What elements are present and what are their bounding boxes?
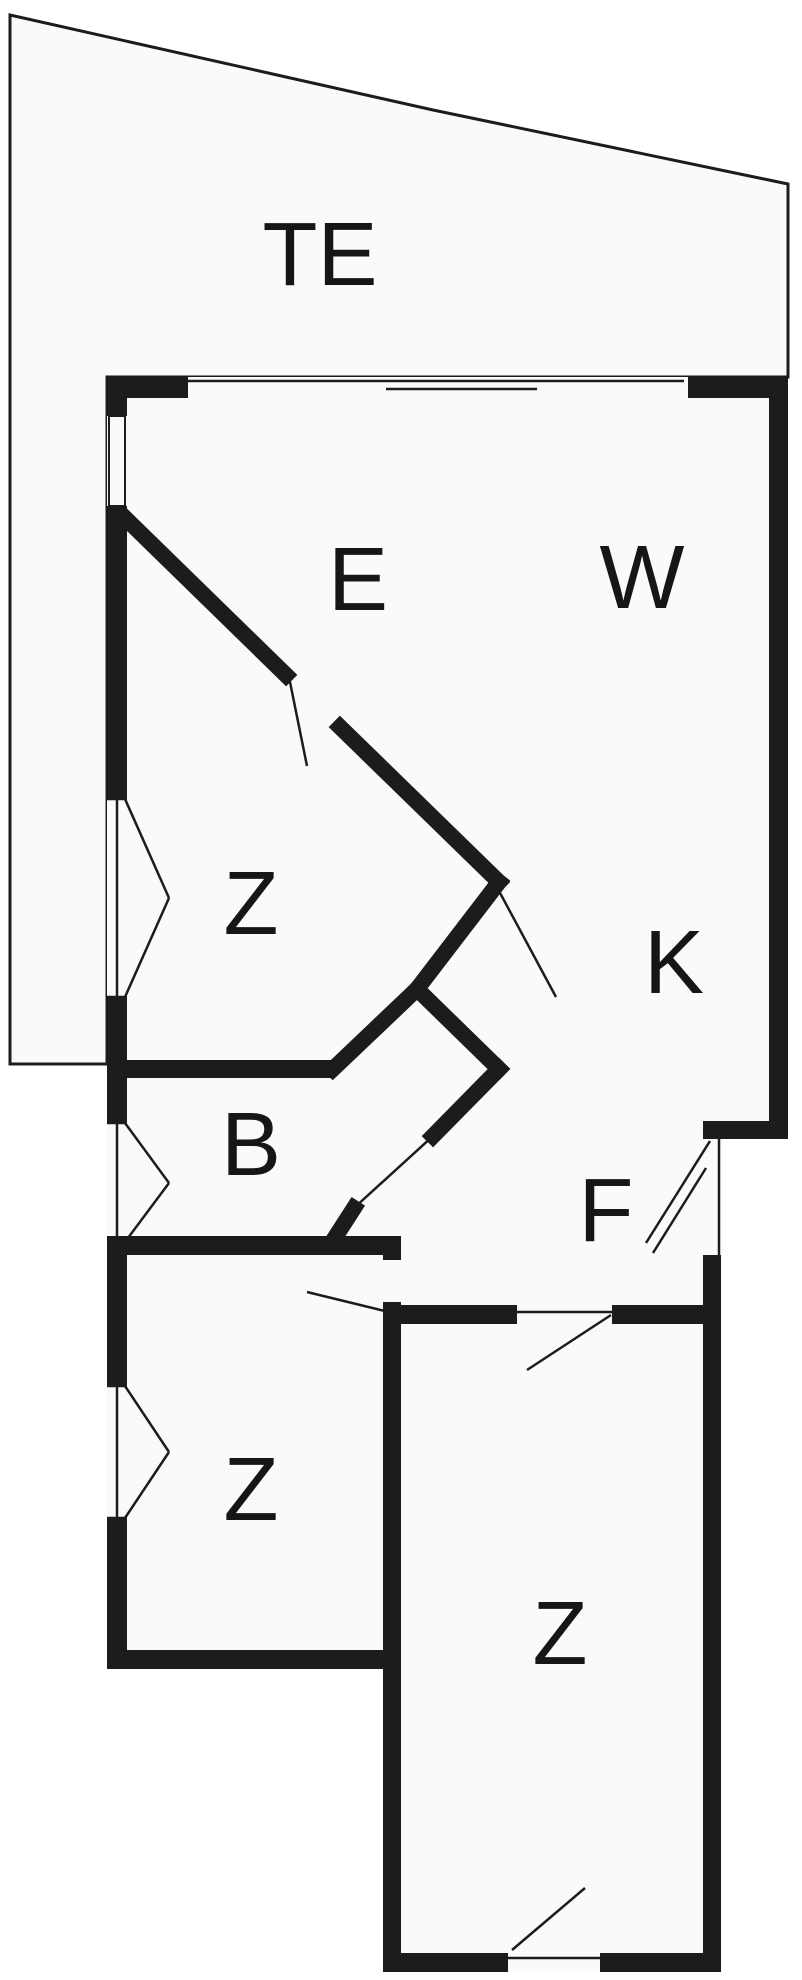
- window-swing-line: [123, 1122, 171, 1184]
- room-label-f: F: [579, 1161, 634, 1261]
- exterior-wall-left-seg-2: [107, 506, 127, 799]
- window-swing-line: [123, 798, 171, 899]
- interior-wall-diagonal-5b: [324, 1196, 366, 1248]
- interior-wall-diagonal-4: [405, 977, 511, 1081]
- exterior-wall-bottom-right-seg: [600, 1953, 721, 1972]
- exterior-wall-right-lower: [703, 1255, 721, 1972]
- window-left-1: [108, 415, 126, 507]
- exterior-wall-bottom-left-seg: [383, 1953, 508, 1972]
- interior-wall-diagonal-3: [321, 977, 429, 1081]
- door-leaf-b: [353, 1135, 434, 1209]
- room-label-b: B: [221, 1095, 281, 1195]
- interior-wall-zbottom-top-left: [383, 1305, 517, 1324]
- exterior-wall-entry-step: [703, 1121, 788, 1139]
- window-left-3: [107, 1121, 171, 1244]
- interior-wall-vertical-stub: [383, 1236, 401, 1260]
- exterior-wall-left-seg-1: [107, 377, 127, 416]
- interior-wall-diagonal-5a: [421, 1057, 511, 1148]
- exterior-wall-top-left: [107, 377, 188, 398]
- door-leaf-e-z: [287, 676, 309, 767]
- door-leaf-z-lower-left: [306, 1290, 390, 1314]
- room-label-z-lower-left: Z: [224, 1440, 279, 1540]
- exterior-wall-left-seg-5: [107, 1518, 127, 1669]
- door-leaf-entrance-2: [651, 1167, 708, 1254]
- door-leaf-z-bottom-top: [526, 1313, 612, 1372]
- door-leaf-z-bottom-terrace: [511, 1887, 586, 1951]
- room-label-w: W: [600, 528, 685, 628]
- exterior-wall-left-seg-4: [107, 1242, 127, 1386]
- interior-wall-diagonal-1b: [328, 715, 511, 894]
- room-label-z-bottom: Z: [533, 1584, 588, 1684]
- room-label-te: TE: [262, 205, 377, 305]
- window-left-2: [107, 797, 171, 999]
- window-swing-line: [123, 897, 171, 998]
- interior-wall-b-top: [107, 1060, 333, 1078]
- door-leaf-k: [497, 890, 558, 998]
- building-floor: [107, 377, 788, 1972]
- interior-wall-zbottom-top-right: [612, 1305, 721, 1324]
- door-leaf-entrance-1: [644, 1140, 712, 1244]
- window-swing-line: [123, 1182, 171, 1243]
- window-left-4: [107, 1384, 171, 1520]
- exterior-wall-top-right: [688, 377, 788, 398]
- room-label-k: K: [644, 913, 704, 1013]
- window-swing-line: [123, 1451, 171, 1519]
- room-label-z-upper: Z: [224, 854, 279, 954]
- exterior-wall-lowerleft-bottom: [107, 1650, 401, 1669]
- window-frame: [108, 415, 126, 507]
- interior-wall-diagonal-2: [405, 870, 511, 1001]
- interior-wall-vertical-main: [383, 1302, 401, 1972]
- exterior-wall-right-upper: [769, 377, 788, 1121]
- room-label-e: E: [328, 530, 388, 630]
- interior-wall-diagonal-1a: [107, 500, 298, 687]
- window-swing-line: [123, 1385, 171, 1453]
- interior-wall-b-bottom: [107, 1236, 401, 1255]
